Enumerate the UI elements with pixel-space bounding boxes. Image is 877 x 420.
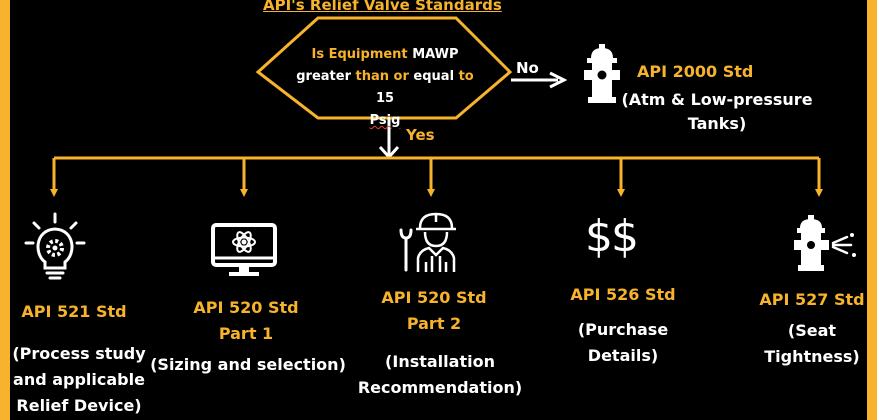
frame-border-right — [867, 0, 877, 420]
no-branch-name: API 2000 Std — [637, 62, 754, 81]
no-branch-description: (Atm & Low-pressure Tanks) — [621, 90, 813, 133]
standard-description: (Seat Tightness) — [764, 321, 860, 366]
question-part: Is Equipment — [311, 47, 413, 62]
yes-label: Yes — [406, 126, 435, 144]
standard-description: (Process study and applicable Relief Dev… — [12, 344, 146, 415]
no-label: No — [516, 59, 539, 77]
question-part: to — [458, 69, 474, 84]
leaking-hydrant-icon — [794, 215, 856, 271]
standard-name: API 521 Std — [21, 302, 127, 321]
drop-arrows — [50, 158, 823, 197]
standard-description: (Purchase Details) — [577, 320, 669, 365]
diagram-title: API's Relief Valve Standards — [263, 0, 502, 14]
standard-part: Part 2 — [406, 314, 462, 333]
question-part: 15 — [375, 91, 395, 106]
monitor-atom-icon — [211, 223, 277, 276]
question-part: MAWP — [412, 47, 459, 62]
decision-hexagon — [255, 16, 513, 120]
question-part: equal — [408, 69, 459, 84]
standard-description: (Installation Recommendation) — [357, 352, 523, 397]
decision-question: Is Equipment MAWP greater than or equal … — [285, 44, 485, 132]
lightbulb-gear-icon — [24, 212, 86, 280]
standard-name: API 520 Std — [381, 288, 487, 307]
fire-hydrant-icon — [584, 44, 620, 103]
standard-name: API 527 Std — [759, 290, 865, 309]
dollar-signs-icon: $$ — [585, 211, 639, 262]
standard-name: API 526 Std — [570, 285, 676, 304]
standard-part: Part 1 — [218, 324, 274, 343]
question-part: Psig — [369, 113, 401, 128]
no-arrow — [511, 71, 568, 89]
frame-border-left — [0, 0, 10, 420]
standard-name: API 520 Std — [193, 298, 299, 317]
engineer-wrench-icon — [399, 212, 456, 272]
question-part: than or — [355, 69, 409, 84]
standard-description: (Sizing and selection) — [150, 355, 346, 374]
question-part: greater — [296, 69, 356, 84]
